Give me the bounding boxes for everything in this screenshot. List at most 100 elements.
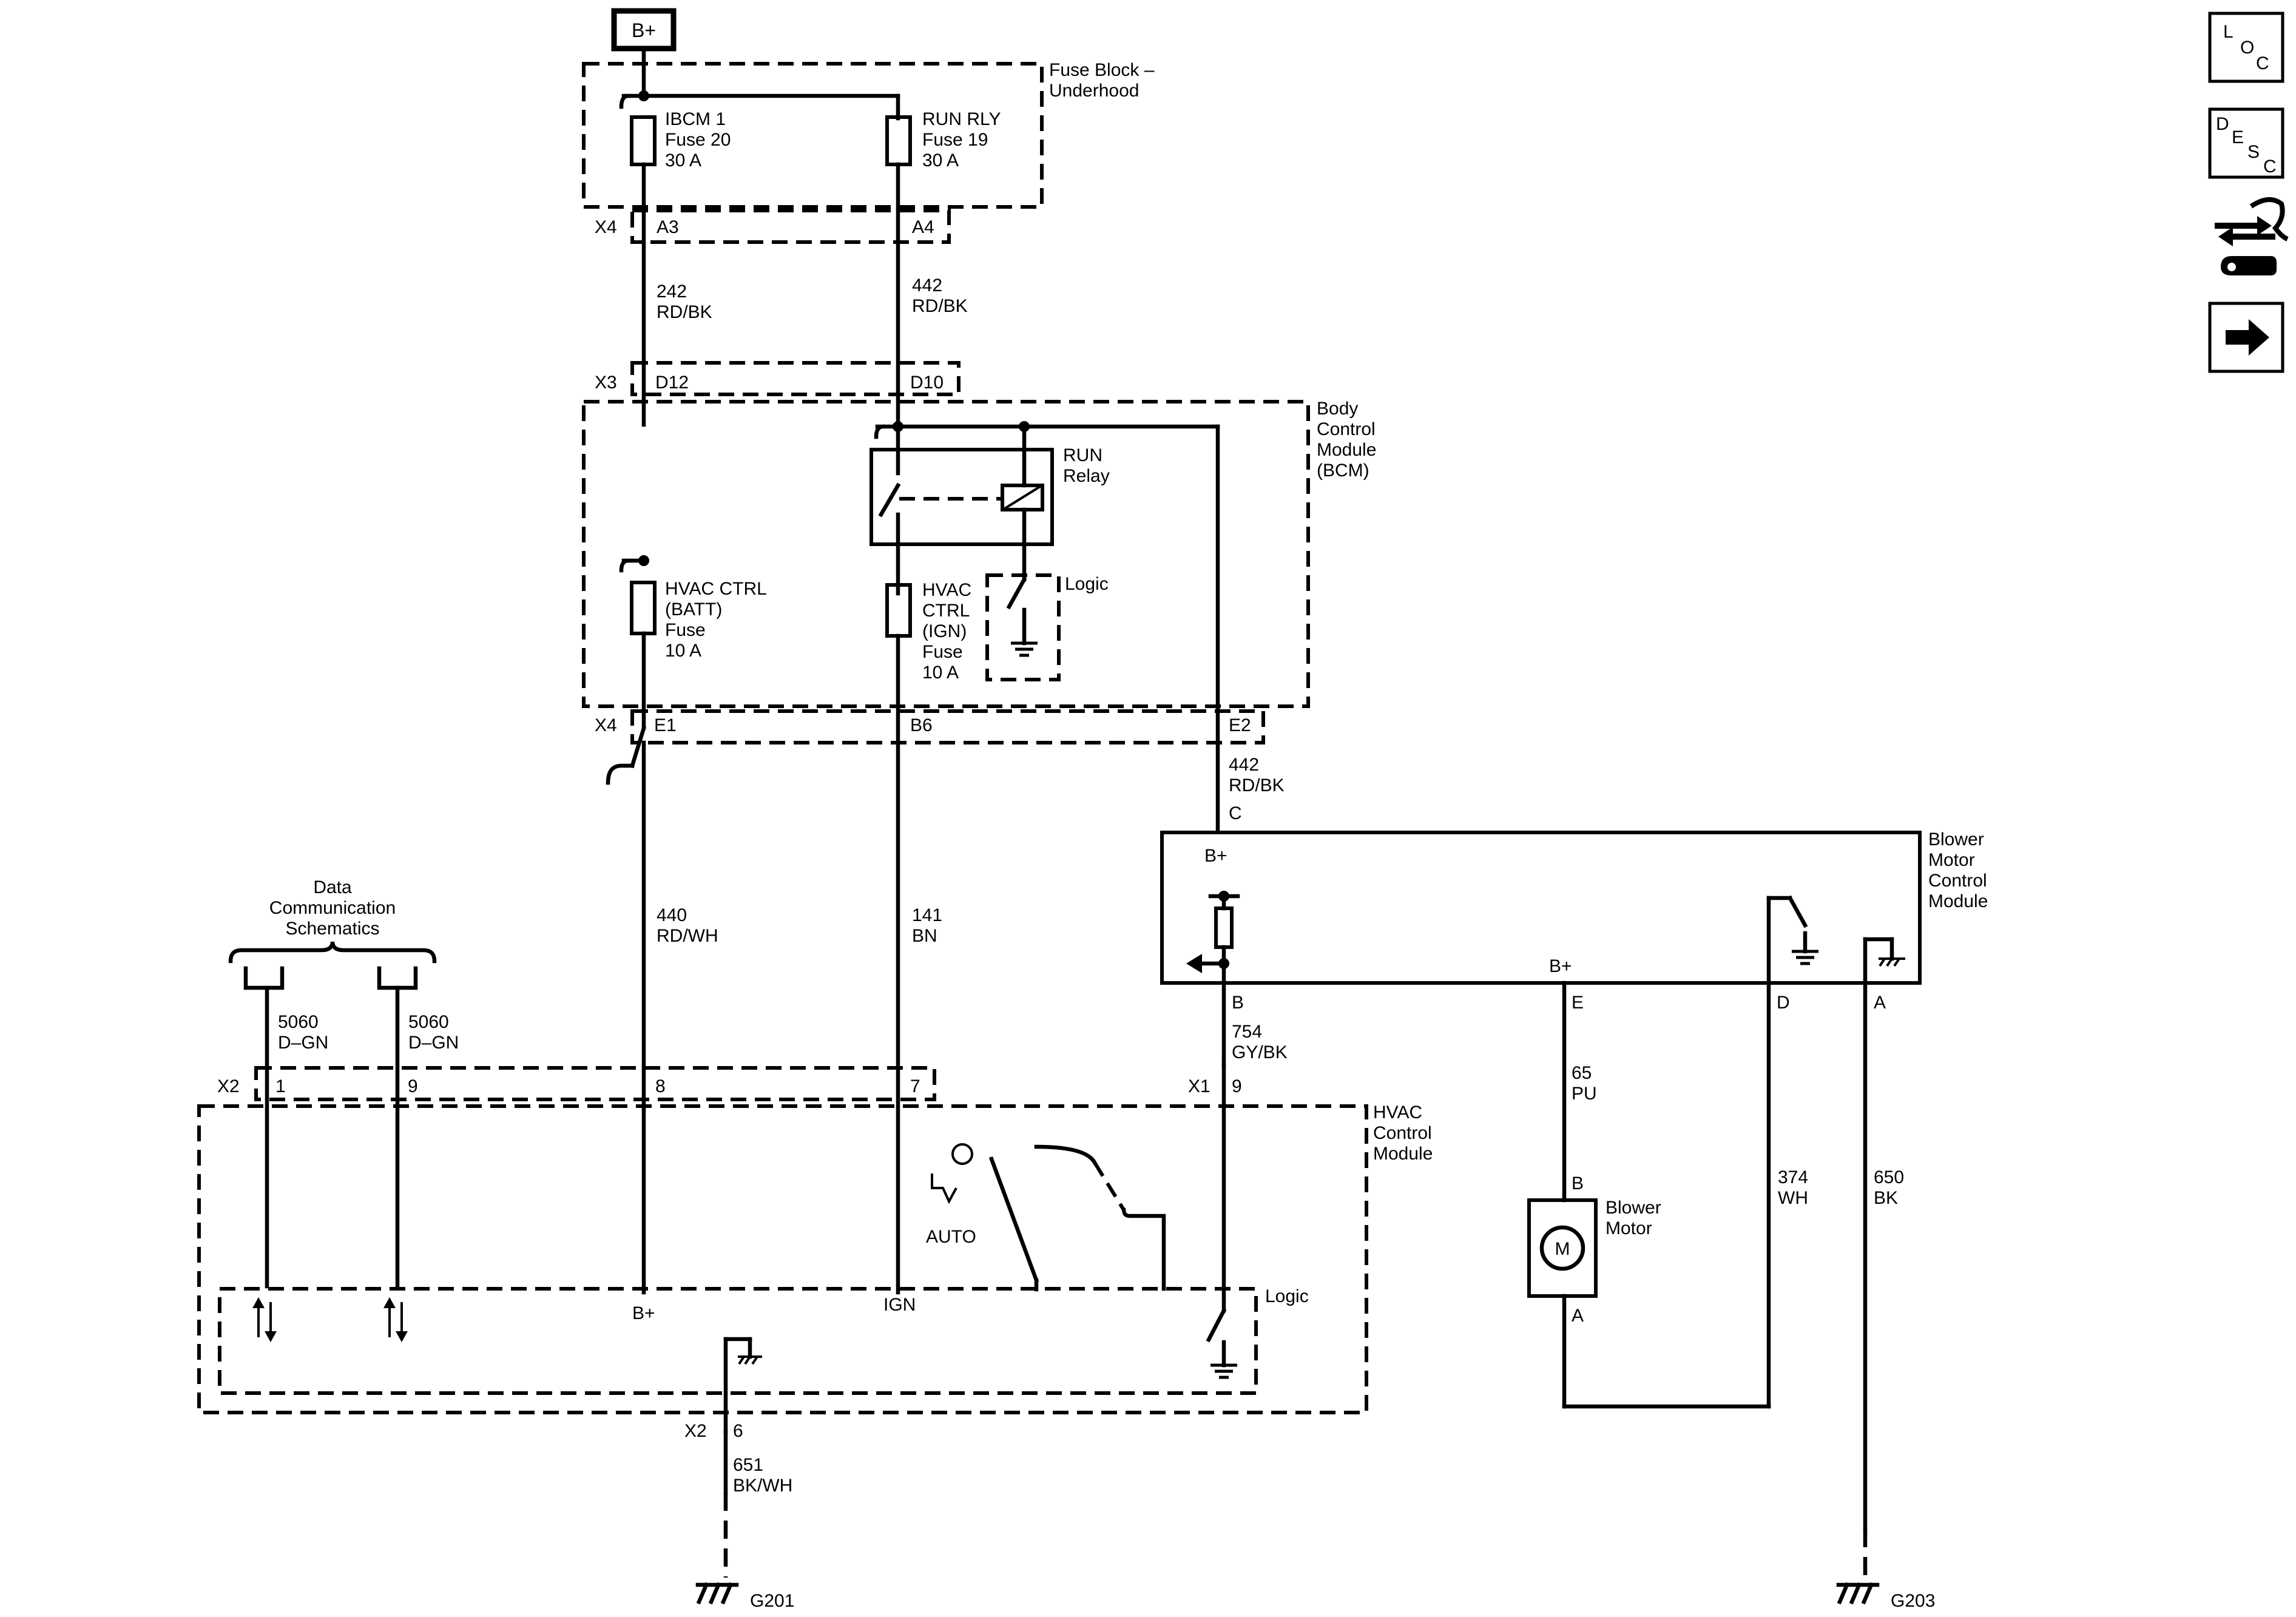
- fuse-ign-3: (IGN): [922, 621, 967, 641]
- desc-s: S: [2247, 142, 2260, 162]
- bmcm-title-3: Control: [1928, 871, 1987, 891]
- loc-o: O: [2240, 38, 2254, 58]
- run-relay: [869, 448, 1054, 546]
- fb-pin-a4: A4: [912, 217, 934, 237]
- bmcm-pin-d: D: [1777, 993, 1790, 1013]
- fuse-ign-4: Fuse: [922, 642, 963, 662]
- bcm-title-4: (BCM): [1317, 461, 1369, 481]
- hvac-title-3: Module: [1373, 1144, 1433, 1164]
- bmcm-title-2: Motor: [1928, 850, 1975, 870]
- battery-source: B+: [611, 8, 677, 52]
- wire-754-color: GY/BK: [1232, 1042, 1288, 1062]
- hvac-conn-x2b: X2: [684, 1421, 707, 1441]
- fb-pin-a3: A3: [657, 217, 679, 237]
- hvac-pin-7: 7: [910, 1076, 920, 1096]
- bcm-pin-d12: D12: [655, 373, 689, 393]
- ground-g203-label: G203: [1891, 1591, 1935, 1611]
- desc-d: D: [2216, 114, 2229, 134]
- wire-754-num: 754: [1232, 1022, 1262, 1042]
- hvac-conn-x2: X2: [217, 1076, 240, 1096]
- wire-5060a-num: 5060: [278, 1012, 319, 1032]
- fuse-block-title-2: Underhood: [1049, 81, 1139, 101]
- hvac-pin-9: 9: [408, 1076, 418, 1096]
- blower-motor: 65 PU B M Blower Motor A: [1527, 981, 1771, 1409]
- fuse-batt-3: Fuse: [665, 620, 706, 640]
- bcm-conn-x3: X3: [595, 373, 617, 393]
- bcm-pin-b6: B6: [910, 715, 933, 735]
- fuse-run-rly: [885, 115, 912, 166]
- hvac-title-2: Control: [1373, 1123, 1432, 1143]
- relay-label-2: Relay: [1063, 466, 1110, 486]
- wire-442-num: 442: [912, 275, 942, 295]
- data-communication-ref: Data Communication Schematics 5060 D–GN …: [228, 877, 459, 1289]
- wire-651-num: 651: [733, 1455, 763, 1475]
- hvac-pin-1: 1: [275, 1076, 286, 1096]
- next-page-button[interactable]: [2208, 302, 2284, 373]
- fuse-ibcm1: [630, 115, 657, 166]
- fuse-ign-5: 10 A: [922, 663, 959, 683]
- wire-374-color: WH: [1778, 1188, 1808, 1208]
- motor-pin-b: B: [1572, 1173, 1584, 1193]
- bmcm-pin-c: C: [1229, 803, 1242, 823]
- relay-label-1: RUN: [1063, 445, 1102, 465]
- wire-650-num: 650: [1874, 1167, 1904, 1187]
- loc-l: L: [2223, 22, 2234, 42]
- desc-c: C: [2263, 157, 2277, 177]
- data-comm-2: Communication: [269, 898, 396, 918]
- motor-symbol: M: [1555, 1239, 1570, 1259]
- connector-tool-icon[interactable]: [2215, 197, 2289, 275]
- bcm-logic-label: Logic: [1065, 574, 1109, 594]
- wire-442-color: RD/BK: [912, 296, 968, 316]
- fuse1-line2: Fuse 20: [665, 130, 731, 150]
- bmcm-bplus-bottom: B+: [1549, 956, 1572, 976]
- bcm-pin-e1: E1: [654, 715, 677, 735]
- hvac-control-module: X2 1 9 8 7 X1 9 HVAC Control Module AUTO…: [197, 1062, 1433, 1441]
- bcm-conn-x4: X4: [595, 715, 617, 735]
- wire-5060a-color: D–GN: [278, 1033, 328, 1053]
- hvac-ign: IGN: [883, 1295, 916, 1315]
- hvac-conn-x1: X1: [1188, 1076, 1210, 1096]
- bmcm-title-4: Module: [1928, 891, 1988, 911]
- loc-c: C: [2256, 53, 2269, 73]
- ground-g201-symbol: [695, 1582, 739, 1605]
- desc-button[interactable]: D E S C: [2208, 107, 2284, 179]
- fuse-batt-2: (BATT): [665, 599, 722, 619]
- hvac-pin-6: 6: [733, 1421, 743, 1441]
- motor-icon: [1539, 1225, 1585, 1271]
- fuse1-line3: 30 A: [665, 150, 701, 170]
- bcm-title-2: Control: [1317, 419, 1376, 439]
- fuse1-line1: IBCM 1: [665, 109, 726, 129]
- body-control-module: X3 D12 D10 Body Control Module (BCM) RUN…: [582, 361, 1376, 834]
- fuse-block-underhood: Fuse Block – Underhood IBCM 1 Fuse 20 30…: [582, 46, 1155, 427]
- hvac-pin-8: 8: [655, 1076, 666, 1096]
- hvac-logic-label: Logic: [1265, 1286, 1309, 1306]
- motor-pin-a: A: [1572, 1306, 1584, 1326]
- fb-conn-x4: X4: [595, 217, 617, 237]
- hvac-auto-label: AUTO: [926, 1227, 976, 1247]
- loc-button[interactable]: L O C: [2208, 12, 2284, 83]
- arrow-right-icon: [2226, 319, 2269, 356]
- wire-440-num: 440: [657, 905, 687, 925]
- bmcm-bplus-top: B+: [1204, 846, 1227, 866]
- motor-label-1: Blower: [1606, 1198, 1661, 1218]
- wire-5060b-num: 5060: [408, 1012, 449, 1032]
- wire-442b-color: RD/BK: [1229, 775, 1285, 795]
- fuse2-line2: Fuse 19: [922, 130, 988, 150]
- ground-g203-symbol: [1836, 1582, 1880, 1605]
- wire-651-color: BK/WH: [733, 1476, 792, 1496]
- battery-label: B+: [632, 19, 656, 41]
- fuse-ign-1: HVAC: [922, 580, 971, 600]
- bcm-title-3: Module: [1317, 440, 1376, 460]
- ground-g201-label: G201: [750, 1591, 794, 1611]
- desc-e: E: [2232, 127, 2244, 147]
- wire-242-num: 242: [657, 282, 687, 302]
- wire-440-color: RD/WH: [657, 926, 718, 946]
- wire-242-color: RD/BK: [657, 302, 712, 322]
- wire-374-num: 374: [1778, 1167, 1808, 1187]
- wire-5060b-color: D–GN: [408, 1033, 459, 1053]
- data-comm-3: Schematics: [285, 919, 379, 939]
- hvac-bplus: B+: [632, 1303, 655, 1323]
- wire-442b-num: 442: [1229, 755, 1259, 775]
- bcm-title-1: Body: [1317, 399, 1358, 419]
